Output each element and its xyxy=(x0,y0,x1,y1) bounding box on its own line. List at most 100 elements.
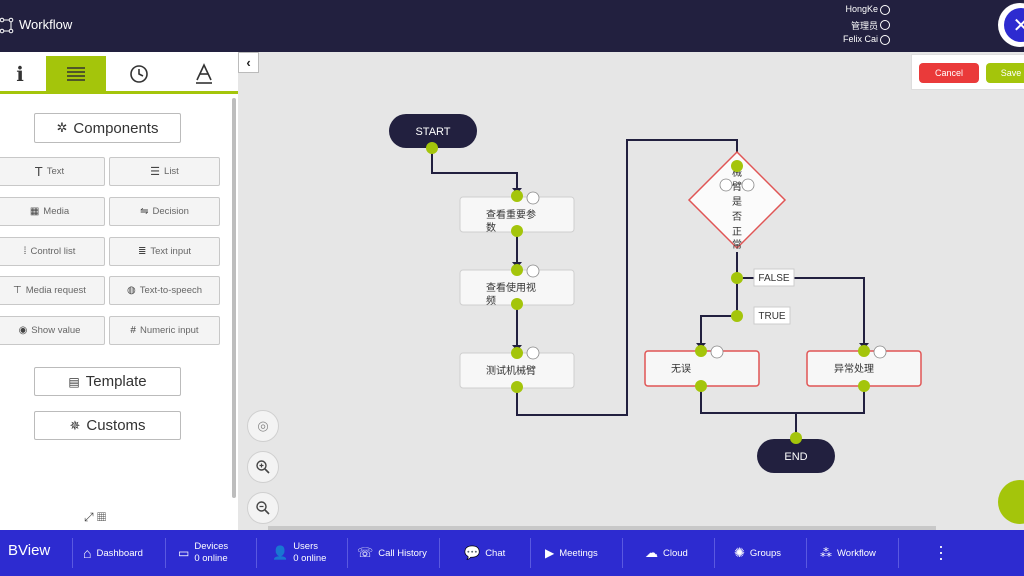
component-label: Media xyxy=(43,206,70,217)
step-node-3[interactable]: 测试机械臂 xyxy=(459,352,575,389)
step-3-label: 测试机械臂 xyxy=(486,364,536,377)
component-label: Control list xyxy=(30,246,76,257)
nav-chat[interactable]: 💬 Chat xyxy=(464,530,505,576)
start-node[interactable]: START xyxy=(389,114,477,148)
template-label: Template xyxy=(85,373,147,390)
expand-icon[interactable]: ⤢ xyxy=(84,510,94,524)
decision-char: 常 xyxy=(732,238,742,251)
components-button[interactable]: ✲ Components xyxy=(34,113,181,143)
step-1-label-cont: 数 xyxy=(486,221,496,234)
role-icon[interactable] xyxy=(880,20,890,30)
component-list[interactable]: ☰ List xyxy=(109,157,220,186)
app-title: Workflow xyxy=(19,17,73,32)
tab-history[interactable] xyxy=(109,56,169,91)
groups-icon: ✺ xyxy=(734,545,745,560)
save-button[interactable]: Save xyxy=(986,63,1024,83)
devices-icon: ▭ xyxy=(178,546,190,560)
nav-label: Users xyxy=(293,541,318,552)
end-node[interactable]: END xyxy=(757,439,835,473)
eye-icon: ◉ xyxy=(18,325,28,336)
decision-char: 是 xyxy=(732,196,742,208)
canvas-horizontal-scrollbar[interactable] xyxy=(268,526,936,530)
more-options-icon[interactable]: ··· xyxy=(938,536,944,568)
component-show-value[interactable]: ◉ Show value xyxy=(0,316,105,345)
action-box: Cancel Save xyxy=(911,54,1024,90)
nav-cloud[interactable]: ☁ Cloud xyxy=(645,530,688,576)
nav-separator xyxy=(530,538,531,568)
zoom-out-button[interactable] xyxy=(247,492,279,524)
user-icon[interactable] xyxy=(880,5,890,15)
workflow-icon xyxy=(0,17,14,34)
customs-button[interactable]: ✵ Customs xyxy=(34,411,181,440)
component-label: Text input xyxy=(150,246,192,257)
user-name-secondary: Felix Cai xyxy=(842,34,878,44)
nav-label: Workflow xyxy=(837,547,876,559)
component-text-input[interactable]: ≣ Text input xyxy=(109,237,220,266)
true-branch-label: TRUE xyxy=(753,306,791,325)
panel-scrollbar[interactable] xyxy=(232,98,236,498)
home-icon: ⌂ xyxy=(83,545,92,561)
nav-meetings[interactable]: ▶ Meetings xyxy=(545,530,598,576)
panel-footer-icons: ⤢ ▦ xyxy=(84,510,106,525)
nav-users[interactable]: 👤 Users 0 online xyxy=(272,530,326,576)
template-button[interactable]: ▤ Template xyxy=(34,367,181,396)
grid-icon[interactable]: ▦ xyxy=(96,510,107,524)
component-control-list[interactable]: ⁞ Control list xyxy=(0,237,105,266)
component-media[interactable]: ▦ Media xyxy=(0,197,105,226)
nav-separator xyxy=(714,538,715,568)
nav-separator xyxy=(806,538,807,568)
chevron-left-icon: ‹ xyxy=(246,55,251,70)
nav-separator xyxy=(165,538,166,568)
tab-components[interactable] xyxy=(46,56,106,91)
decision-char: 械 xyxy=(732,166,742,179)
step-1-label: 查看重要参 xyxy=(486,208,536,221)
nav-separator xyxy=(898,538,899,568)
component-text-to-speech[interactable]: ◍ Text-to-speech xyxy=(109,276,220,305)
profile-icon[interactable] xyxy=(880,35,890,45)
component-label: Numeric input xyxy=(139,325,199,336)
user-name: HongKe xyxy=(845,4,878,14)
nav-call-history[interactable]: ☏ Call History xyxy=(357,530,427,576)
customs-label: Customs xyxy=(86,417,146,434)
visibility-toggle-button[interactable]: ◎ xyxy=(247,410,279,442)
users-icon: 👤 xyxy=(272,545,289,560)
component-text[interactable]: T Text xyxy=(0,157,105,186)
nav-label: Call History xyxy=(378,547,427,559)
nav-devices[interactable]: ▭ Devices 0 online xyxy=(178,530,228,576)
top-bar: Workflow HongKe 管理员 Felix Cai xyxy=(0,0,1024,52)
nav-groups[interactable]: ✺ Groups xyxy=(734,530,781,576)
step-node-1[interactable]: 查看重要参 数 xyxy=(459,196,575,234)
step-node-2[interactable]: 查看使用视 频 xyxy=(459,269,575,307)
nav-label: Groups xyxy=(749,547,782,559)
nav-separator xyxy=(347,538,348,568)
history-icon xyxy=(130,64,148,83)
tab-text-style[interactable] xyxy=(174,56,234,91)
call-history-icon: ☏ xyxy=(357,545,374,560)
flow-diagram: START 查看重要参 数 查看使用视 频 测试机械臂 械 臂 是 否 正 常 xyxy=(389,114,922,473)
workflow-canvas[interactable]: ‹ Cancel Save STA xyxy=(238,52,1024,530)
collapse-panel-button[interactable]: ‹ xyxy=(238,52,259,73)
info-icon: ℹ xyxy=(16,61,24,86)
brand-logo[interactable]: BView xyxy=(8,542,51,559)
component-decision[interactable]: ⇋ Decision xyxy=(109,197,220,226)
nav-sublabel: 0 online xyxy=(293,553,327,564)
panel-tabs: ℹ xyxy=(0,52,238,94)
control-list-icon: ⁞ xyxy=(23,246,27,257)
cancel-button[interactable]: Cancel xyxy=(919,63,979,83)
decision-char: 否 xyxy=(732,211,742,223)
zoom-in-button[interactable] xyxy=(247,451,279,483)
close-button[interactable]: ✕ xyxy=(1004,8,1024,42)
end-label: END xyxy=(784,451,807,463)
nav-dashboard[interactable]: ⌂ Dashboard xyxy=(83,530,143,576)
error-label: 异常处理 xyxy=(834,362,874,375)
component-label: Show value xyxy=(31,325,81,336)
component-numeric-input[interactable]: # Numeric input xyxy=(109,316,220,345)
nav-separator xyxy=(622,538,623,568)
numeric-icon: # xyxy=(130,325,136,336)
component-media-request[interactable]: ⊤ Media request xyxy=(0,276,105,305)
tab-info[interactable]: ℹ xyxy=(0,56,50,91)
nav-workflow[interactable]: ⁂ Workflow xyxy=(820,530,876,576)
decision-node[interactable]: 械 臂 是 否 正 常 xyxy=(687,150,787,251)
nav-separator xyxy=(72,538,73,568)
connection-points[interactable] xyxy=(426,142,870,444)
